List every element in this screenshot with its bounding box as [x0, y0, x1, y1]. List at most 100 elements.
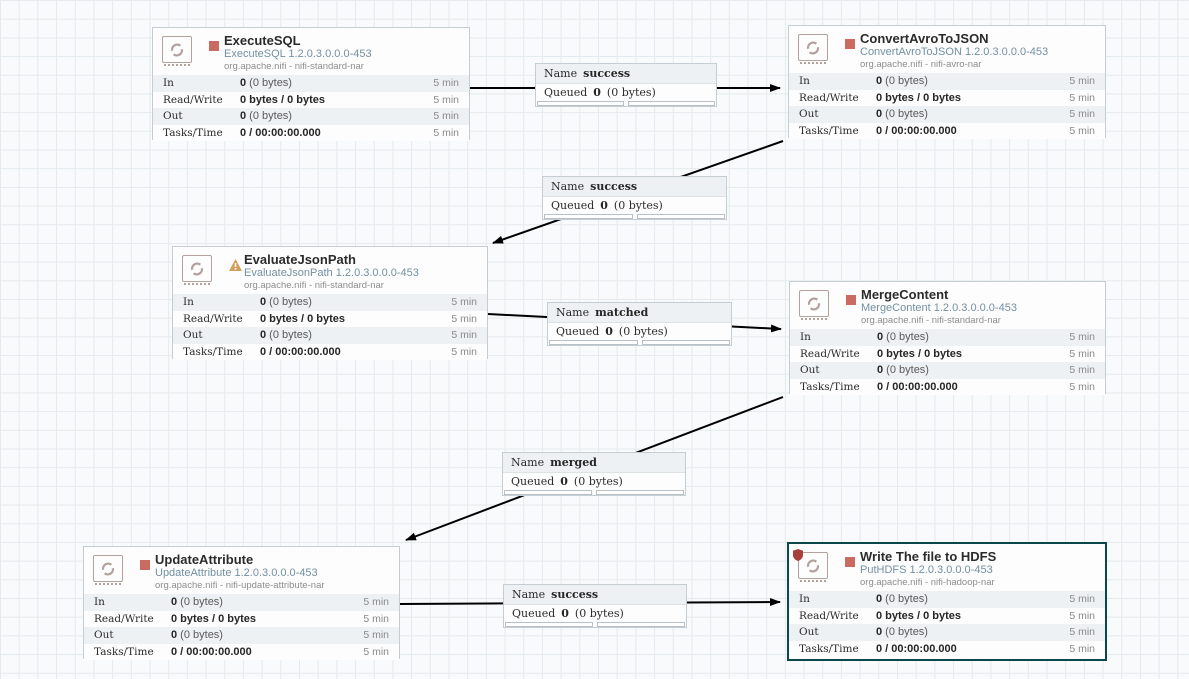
stat-time: 5 min	[451, 329, 477, 342]
connection-queued-count: 0	[593, 86, 601, 99]
stat-label: Out	[94, 629, 114, 642]
stat-label: In	[800, 331, 811, 344]
backpressure-bars	[548, 340, 731, 345]
stat-row-in: In 0 (0 bytes) 5 min	[173, 294, 487, 311]
stat-value-bold: 0 / 00:00:00.000	[877, 380, 958, 393]
processor-icon	[799, 290, 829, 320]
stopped-icon	[845, 557, 855, 567]
processor-icon	[798, 552, 828, 582]
stat-time: 5 min	[1069, 331, 1095, 344]
processor-evaluatejsonpath[interactable]: EvaluateJsonPath EvaluateJsonPath 1.2.0.…	[172, 246, 488, 360]
stat-label: Out	[799, 626, 819, 639]
processor-type-version: MergeContent 1.2.0.3.0.0.0-453	[861, 302, 1017, 315]
stat-row-readwrite: Read/Write 0 bytes / 0 bytes 5 min	[790, 345, 1105, 362]
stat-label: Tasks/Time	[94, 645, 154, 658]
connection-queued-size: (0 bytes)	[573, 475, 623, 488]
connection-name-label: Name	[551, 180, 585, 193]
stat-value-bold: 0 bytes / 0 bytes	[171, 612, 256, 625]
stat-label: Read/Write	[800, 347, 860, 360]
stopped-icon	[846, 295, 856, 305]
stat-time: 5 min	[451, 345, 477, 358]
processor-title: ExecuteSQL	[224, 33, 301, 48]
stat-label: In	[799, 593, 810, 606]
connection-name-value: success	[583, 67, 631, 80]
connection-label-matched[interactable]: Name matched Queued 0 (0 bytes)	[547, 302, 732, 346]
connection-label-merged[interactable]: Name merged Queued 0 (0 bytes)	[502, 452, 686, 496]
stat-label: Read/Write	[183, 312, 243, 325]
connection-queued-label: Queued	[551, 199, 595, 212]
stat-time: 5 min	[1069, 642, 1095, 655]
stat-row-out: Out 0 (0 bytes) 5 min	[173, 327, 487, 344]
processor-executesql[interactable]: ExecuteSQL ExecuteSQL 1.2.0.3.0.0.0-453 …	[152, 27, 470, 141]
connection-label-success-1[interactable]: Name success Queued 0 (0 bytes)	[535, 63, 717, 107]
connection-queued-row: Queued 0 (0 bytes)	[536, 84, 716, 101]
connection-name-row: Name success	[504, 585, 686, 605]
connection-queued-size: (0 bytes)	[574, 607, 624, 620]
stat-label: In	[183, 296, 194, 309]
stat-value-rest: (0 bytes)	[177, 596, 223, 609]
stat-value-bold: 0	[171, 596, 178, 609]
stat-value-rest: (0 bytes)	[266, 329, 312, 342]
processor-title: Write The file to HDFS	[860, 549, 997, 564]
connection-queued-size: (0 bytes)	[618, 325, 668, 338]
processor-header: ExecuteSQL ExecuteSQL 1.2.0.3.0.0.0-453 …	[153, 28, 469, 75]
stat-time: 5 min	[451, 312, 477, 325]
connection-label-success-3[interactable]: Name success Queued 0 (0 bytes)	[503, 584, 687, 628]
stat-row-out: Out 0 (0 bytes) 5 min	[789, 106, 1105, 123]
connection-name-row: Name matched	[548, 303, 731, 323]
stat-label: Tasks/Time	[800, 380, 860, 393]
backpressure-object-bar	[505, 622, 593, 627]
processor-updateattribute[interactable]: UpdateAttribute UpdateAttribute 1.2.0.3.…	[83, 546, 400, 660]
connection-queued-count: 0	[560, 475, 568, 488]
stat-row-readwrite: Read/Write 0 bytes / 0 bytes 5 min	[789, 89, 1105, 106]
processor-icon	[798, 34, 828, 64]
processor-bundle: org.apache.nifi - nifi-standard-nar	[224, 61, 364, 73]
processor-convertavrotojson[interactable]: ConvertAvroToJSON ConvertAvroToJSON 1.2.…	[788, 25, 1106, 139]
stat-value-bold: 0 / 00:00:00.000	[876, 124, 957, 137]
processor-title: UpdateAttribute	[155, 552, 254, 567]
stopped-icon	[140, 560, 150, 570]
backpressure-object-bar	[504, 490, 592, 495]
stat-value-rest: (0 bytes)	[882, 108, 928, 121]
processor-header: UpdateAttribute UpdateAttribute 1.2.0.3.…	[84, 547, 399, 594]
processor-mergecontent[interactable]: MergeContent MergeContent 1.2.0.3.0.0.0-…	[789, 281, 1106, 395]
stat-value-bold: 0 bytes / 0 bytes	[240, 93, 325, 106]
processor-title: EvaluateJsonPath	[244, 252, 356, 267]
stat-row-tasks: Tasks/Time 0 / 00:00:00.000 5 min	[789, 122, 1105, 139]
stat-value-rest: (0 bytes)	[246, 110, 292, 123]
processor-type-version: ConvertAvroToJSON 1.2.0.3.0.0.0-453	[860, 46, 1049, 59]
connection-name-label: Name	[511, 456, 545, 469]
stat-value-rest: (0 bytes)	[246, 77, 292, 90]
stat-value-bold: 0	[240, 77, 247, 90]
stat-row-out: Out 0 (0 bytes) 5 min	[790, 362, 1105, 379]
processor-header: EvaluateJsonPath EvaluateJsonPath 1.2.0.…	[173, 247, 487, 294]
stat-row-tasks: Tasks/Time 0 / 00:00:00.000 5 min	[84, 643, 399, 660]
stat-label: Out	[183, 329, 203, 342]
processor-bundle: org.apache.nifi - nifi-standard-nar	[861, 315, 1001, 327]
connection-queued-count: 0	[561, 607, 569, 620]
stat-value-bold: 0 / 00:00:00.000	[260, 345, 341, 358]
stat-time: 5 min	[451, 296, 477, 309]
stat-value-bold: 0 / 00:00:00.000	[876, 642, 957, 655]
connection-queued-row: Queued 0 (0 bytes)	[503, 473, 685, 490]
stat-value-rest: (0 bytes)	[177, 629, 223, 642]
backpressure-bars	[503, 490, 685, 495]
stat-row-out: Out 0 (0 bytes) 5 min	[789, 624, 1105, 641]
processor-title: MergeContent	[861, 287, 949, 302]
processor-type-version: PutHDFS 1.2.0.3.0.0.0-453	[860, 564, 993, 577]
stat-time: 5 min	[1069, 108, 1095, 121]
processor-header: Write The file to HDFS PutHDFS 1.2.0.3.0…	[789, 544, 1105, 591]
connection-name-row: Name success	[543, 177, 726, 197]
stat-label: In	[163, 77, 174, 90]
connection-queued-count: 0	[600, 199, 608, 212]
stat-label: Out	[800, 364, 820, 377]
processor-icon	[162, 36, 192, 66]
warning-icon	[229, 258, 242, 276]
backpressure-size-bar	[628, 101, 715, 106]
stat-label: Tasks/Time	[799, 124, 859, 137]
stat-row-in: In 0 (0 bytes) 5 min	[789, 591, 1105, 608]
stat-row-readwrite: Read/Write 0 bytes / 0 bytes 5 min	[153, 91, 469, 108]
processor-puthdfs[interactable]: Write The file to HDFS PutHDFS 1.2.0.3.0…	[787, 542, 1107, 661]
connection-label-success-2[interactable]: Name success Queued 0 (0 bytes)	[542, 176, 727, 220]
connection-queued-label: Queued	[512, 607, 556, 620]
